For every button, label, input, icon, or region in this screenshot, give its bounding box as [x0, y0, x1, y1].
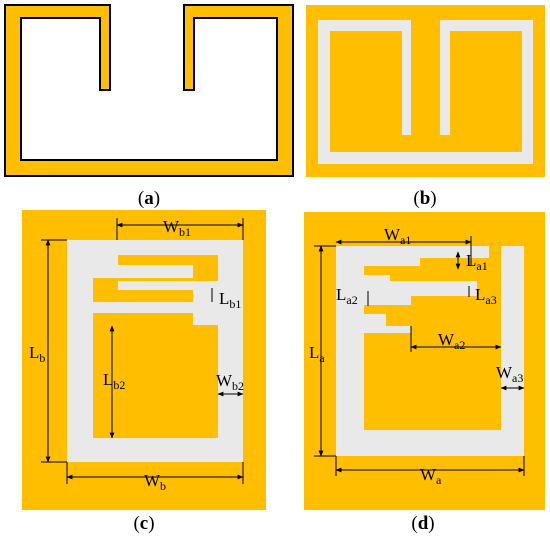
panel-c-wb2-label: Wb2: [216, 371, 244, 393]
panel-b: (b): [306, 5, 545, 209]
panel-d-caption: (d): [411, 513, 434, 534]
panel-d-stepped-slot: [336, 246, 524, 456]
panel-c-lb-label: Lb: [29, 343, 45, 365]
panel-d-wa3-label: Wa3: [496, 363, 523, 385]
panel-d-wa2-label: Wa2: [438, 330, 465, 352]
panel-d-la3-label: La3: [475, 285, 497, 307]
panel-d-wa1-label: Wa1: [384, 225, 411, 247]
panel-c-meander-slot: [67, 240, 243, 462]
panel-c-lb1-label: Lb1: [219, 289, 241, 311]
panel-c-wb1-label: Wb1: [163, 217, 191, 239]
panel-a-open-loop-resonator: [4, 4, 294, 177]
panel-c: Wb1 Lb1 Lb Lb2 Wb2 Wb (c): [22, 210, 266, 534]
panel-d-la2-label: La2: [336, 285, 358, 307]
panel-c-caption: (c): [133, 513, 154, 534]
panel-b-ground-plane: [306, 5, 545, 177]
panel-c-lb2-label: Lb2: [103, 370, 125, 392]
panel-d-la-label: La: [309, 343, 325, 365]
panel-a: (a): [4, 4, 294, 209]
panel-d-la1-label: La1: [466, 251, 488, 273]
panel-d: Wa1 La1 La2 La3 La Wa2 Wa3 Wa (d): [304, 212, 545, 534]
panel-d-wa-label: Wa: [420, 465, 442, 487]
panel-a-caption: (a): [138, 188, 160, 209]
panel-c-wb-label: Wb: [144, 471, 166, 493]
panel-b-caption: (b): [413, 188, 436, 209]
